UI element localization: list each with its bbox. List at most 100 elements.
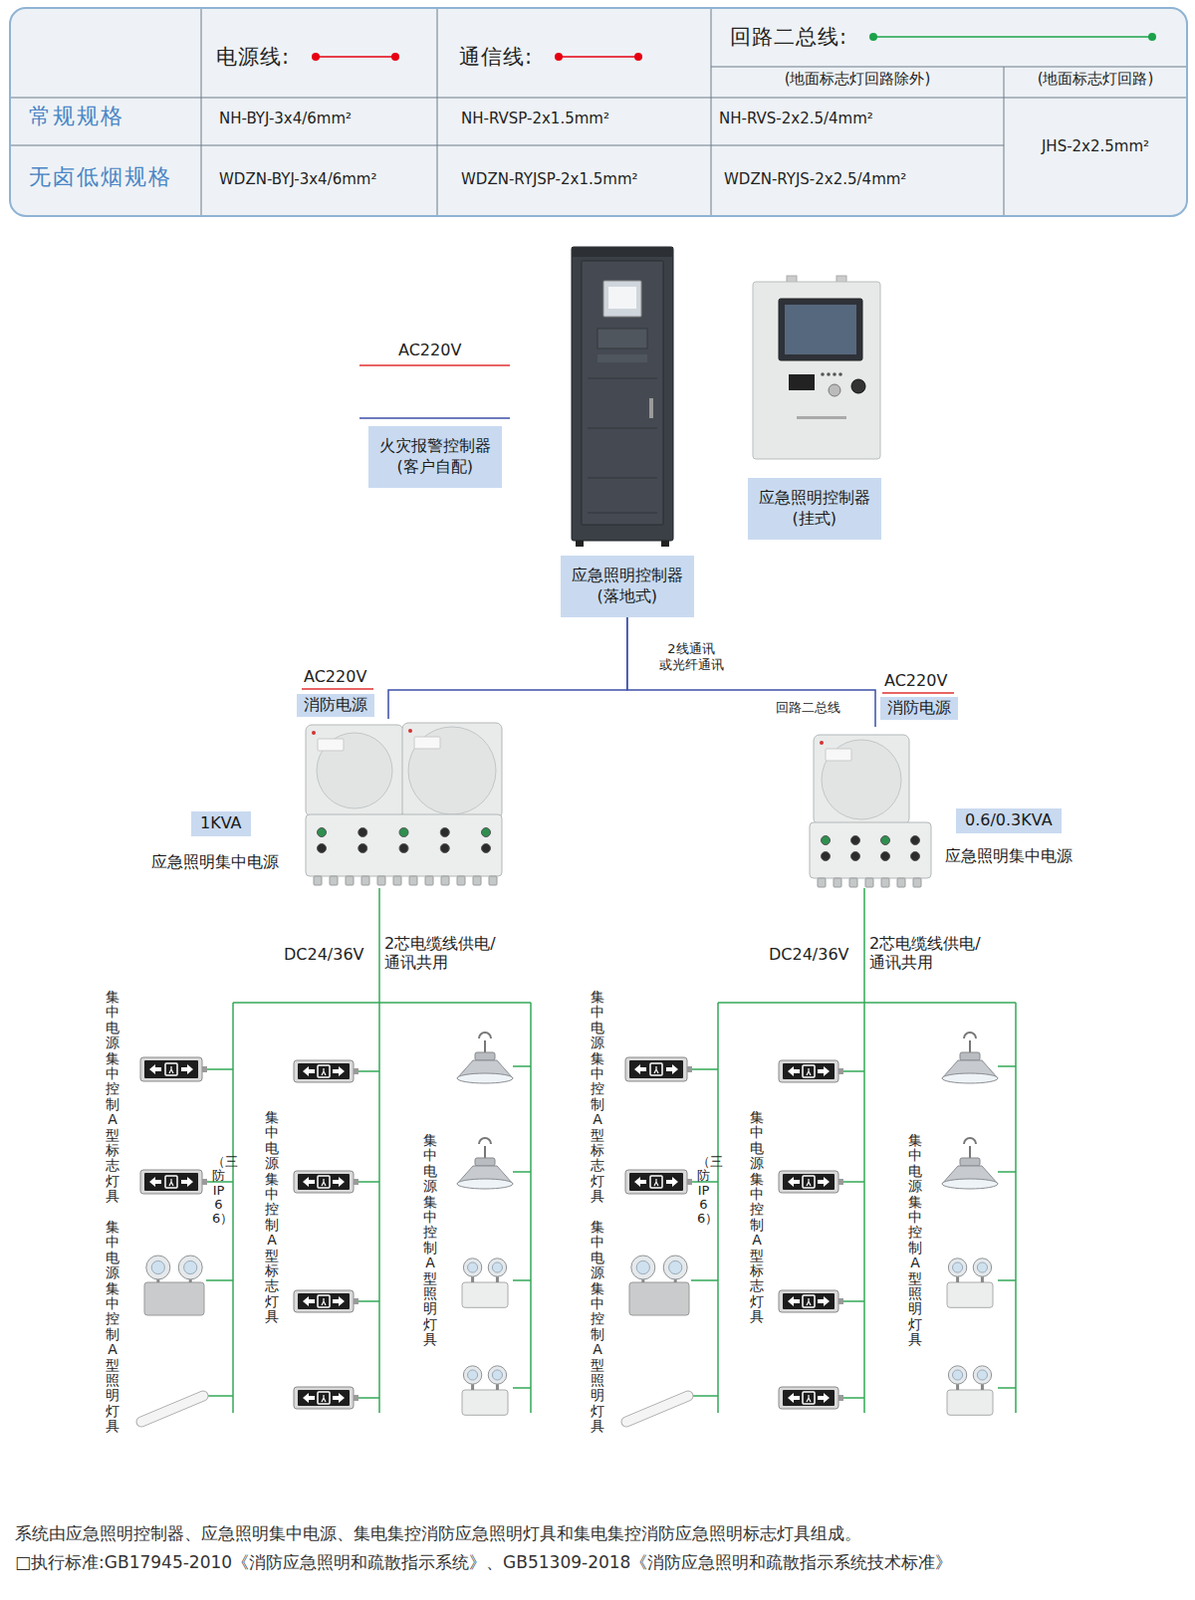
cable-gland [473,876,481,886]
text-label: DC24/36V [768,945,850,964]
sign-cap [353,1068,359,1075]
running-figure [806,1179,811,1187]
lamp-lens [976,1370,987,1381]
line-sample-dot [554,52,563,61]
vertical-caption: 集中电源集中控制A型标志灯具 [590,989,605,1204]
sign-panel [782,1063,835,1080]
label-box: 应急照明控制器 (挂式) [747,478,882,540]
sign-frame [778,1290,839,1313]
cabinet-panel [597,328,648,349]
running-figure [169,1179,174,1187]
button [821,836,831,846]
cable-gland [457,876,466,886]
arrow-icon [332,1066,345,1077]
bus-stub [358,1181,380,1184]
sign-cap [202,1179,208,1186]
bus-stub [206,1395,234,1398]
bus-stub [997,1065,1016,1068]
label-box: 消防电源 [880,697,958,720]
arrow-icon [332,1393,345,1404]
arrow-icon [787,1066,800,1077]
cable-gland [361,876,370,886]
cabinet-screen-inner [608,286,637,309]
node-text: 应急照明集中电源 [151,852,279,874]
lamp-head [463,1258,481,1277]
button [440,828,450,838]
cabinet-seam [587,378,658,380]
button [481,844,491,854]
indicator [408,728,413,733]
bus-line [717,1002,719,1414]
exit-icon [317,1176,330,1189]
label-box: 消防电源 [296,694,375,717]
power-supply [305,722,502,886]
lamp-body [462,1282,508,1308]
lamp-glass [457,1179,513,1190]
node-text: 应急照明集中电源 [945,846,1073,868]
sign-frame [778,1060,839,1083]
power-wire [882,692,955,695]
button [440,844,450,854]
controller-screen [778,298,863,361]
line-sample-dot [869,32,878,41]
bus-stub [843,1070,865,1073]
bus-stub [691,1395,718,1398]
cabinet-foot [575,540,584,547]
node-text: 消防电源 [887,698,952,719]
cabinet-handle [649,398,654,419]
exit-icon [165,1063,178,1076]
vertical-caption: （三防IP66） [697,1155,711,1226]
lamp-body [462,1390,508,1416]
lamp-ring [963,1138,976,1145]
housing [813,734,910,825]
sign-cap [838,1179,844,1186]
vertical-caption: 集中电源集中控制A型照明灯具 [105,1219,120,1434]
bus-stub [997,1279,1016,1282]
sign-cap [687,1066,693,1073]
lamp-lens [151,1260,165,1274]
sign-cap [353,1179,359,1186]
key-switch [828,384,841,397]
lamp-head [146,1255,171,1280]
signal-wire [359,417,510,420]
node-text: 应急照明控制器 (落地式) [566,565,689,608]
vertical-caption: （三防IP66） [212,1155,226,1226]
cabinet-door [581,260,664,525]
arrow-icon [302,1066,315,1077]
bus-line [233,1001,531,1004]
exit-icon [317,1392,330,1405]
sign-panel [782,1174,835,1191]
bus-line [232,1002,235,1414]
button [911,836,921,846]
text-label: NH-RVS-2x2.5/4mm² [718,109,874,128]
button [399,828,409,838]
controller-screen-inner [784,304,857,355]
exit-icon [802,1065,815,1078]
tube-lamp [141,1396,204,1423]
bus-line [863,888,866,1414]
vertical-caption: 集中电源集中控制A型标志灯具 [105,989,120,1204]
table-rule [437,8,439,216]
sign-frame [293,1060,354,1083]
text-label: WDZN-RYJSP-2x1.5mm² [461,170,639,189]
sign-frame [625,1057,688,1082]
vertical-caption: 集中电源集中控制A型照明灯具 [908,1133,923,1348]
lamp-cap [959,1052,980,1061]
button [881,836,891,846]
bus-line [717,1001,1016,1004]
running-figure [169,1066,174,1074]
button [911,852,921,862]
lamp-body [144,1282,205,1316]
lamp-lens [953,1262,963,1273]
cabinet-seam [587,428,658,430]
text-label: WDZN-RYJS-2x2.5/4mm² [723,170,907,189]
text-label: □执行标准:GB17945-2010《消防应急照明和疏散指示系统》、GB5130… [14,1552,953,1573]
line-sample-dot [1148,32,1157,41]
text-label: JHS-2x2.5mm² [1003,137,1188,156]
arrow-icon [787,1296,800,1307]
bus-connector [627,617,876,727]
exit-icon [802,1176,815,1189]
node-text: 火灾报警控制器 (客户自配) [374,436,496,478]
lamp-head [487,1366,506,1385]
label-box: 火灾报警控制器 (客户自配) [368,426,502,488]
